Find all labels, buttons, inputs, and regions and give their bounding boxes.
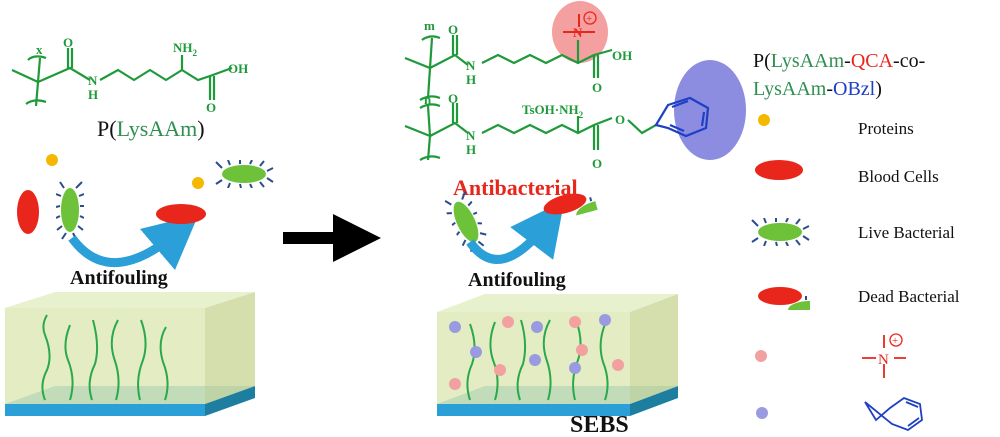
subscript-x: x xyxy=(36,42,43,57)
antifouling-label: Antifouling xyxy=(70,267,168,289)
atom-o: O xyxy=(448,22,458,37)
live-bacterium xyxy=(215,160,274,188)
atom-n: N xyxy=(466,58,476,73)
atom-n: N xyxy=(466,128,476,143)
live-bacterium xyxy=(56,181,84,240)
curved-arrow-icon xyxy=(68,214,199,271)
curved-arrow-icon xyxy=(466,200,565,264)
polymer-brushes xyxy=(466,319,609,401)
plus-sign: + xyxy=(892,335,898,347)
tsoh-nh2: TsOH·NH2 xyxy=(522,102,584,120)
antifouling-label: Antifouling xyxy=(468,269,566,291)
polymer-brushes xyxy=(41,314,169,401)
subscript-m: m xyxy=(424,18,435,33)
protein-dot xyxy=(192,177,204,189)
copolymer-structure: m n O N H N + OH O O TsOH·NH2 N H O O xyxy=(404,1,746,171)
atom-nh2: NH2 xyxy=(173,40,198,58)
benzyl-ring xyxy=(654,96,710,138)
atom-o-carbonyl: O xyxy=(206,100,216,115)
live-bacterium xyxy=(440,189,492,256)
qca-legend-dot xyxy=(755,350,767,362)
atom-o: O xyxy=(448,91,458,106)
benzyl-highlight xyxy=(674,60,746,160)
atom-o-carbonyl: O xyxy=(592,156,602,171)
subscript-n: n xyxy=(424,92,432,107)
legend-dead-bacterial: Dead Bacterial xyxy=(858,287,960,306)
protein-legend-icon xyxy=(758,114,770,126)
legend-title: P(LysAAm-QCA-co- xyxy=(753,50,925,72)
blood-cell-legend-icon xyxy=(755,160,803,180)
dead-bacterium-legend-icon xyxy=(758,287,839,324)
atom-h: H xyxy=(466,72,476,87)
quaternary-ammonium-icon: N + xyxy=(862,333,906,378)
obzl-legend-dot xyxy=(756,407,768,419)
quat-n-label: N xyxy=(878,352,889,368)
blood-cell xyxy=(156,204,206,224)
sebs-label: SEBS xyxy=(570,412,629,437)
atom-o: O xyxy=(63,35,73,50)
blood-cell xyxy=(17,190,39,234)
functional-groups xyxy=(449,314,624,390)
plysaam-structure: O N H NH2 OH O x P(LysAAm) xyxy=(11,35,248,141)
legend-blood-cells: Blood Cells xyxy=(858,167,939,186)
atom-h: H xyxy=(466,142,476,157)
legend-title-line2: LysAAm-OBzl) xyxy=(753,78,882,100)
quat-n: N xyxy=(573,25,583,40)
atom-oh: OH xyxy=(612,48,632,63)
live-bacterium-legend-icon xyxy=(751,218,810,246)
atom-oh: OH xyxy=(228,61,248,76)
legend-proteins: Proteins xyxy=(858,119,914,138)
legend: P(LysAAm-QCA-co- LysAAm-OBzl) Proteins B… xyxy=(751,50,960,432)
legend-live-bacterial: Live Bacterial xyxy=(858,223,955,242)
left-substrate-box xyxy=(5,292,255,416)
atom-o-carbonyl: O xyxy=(592,80,602,95)
plus-sign: + xyxy=(586,13,592,25)
protein-dot xyxy=(46,154,58,166)
atom-ester-o: O xyxy=(615,112,625,127)
antibacterial-label: Antibacterial xyxy=(453,175,578,200)
atom-h: H xyxy=(88,87,98,102)
atom-n: N xyxy=(88,73,98,88)
plysaam-label: P(LysAAm) xyxy=(97,116,205,141)
positive-charge-icon xyxy=(583,11,597,25)
benzyl-icon xyxy=(864,396,923,432)
right-substrate-box xyxy=(437,294,678,416)
